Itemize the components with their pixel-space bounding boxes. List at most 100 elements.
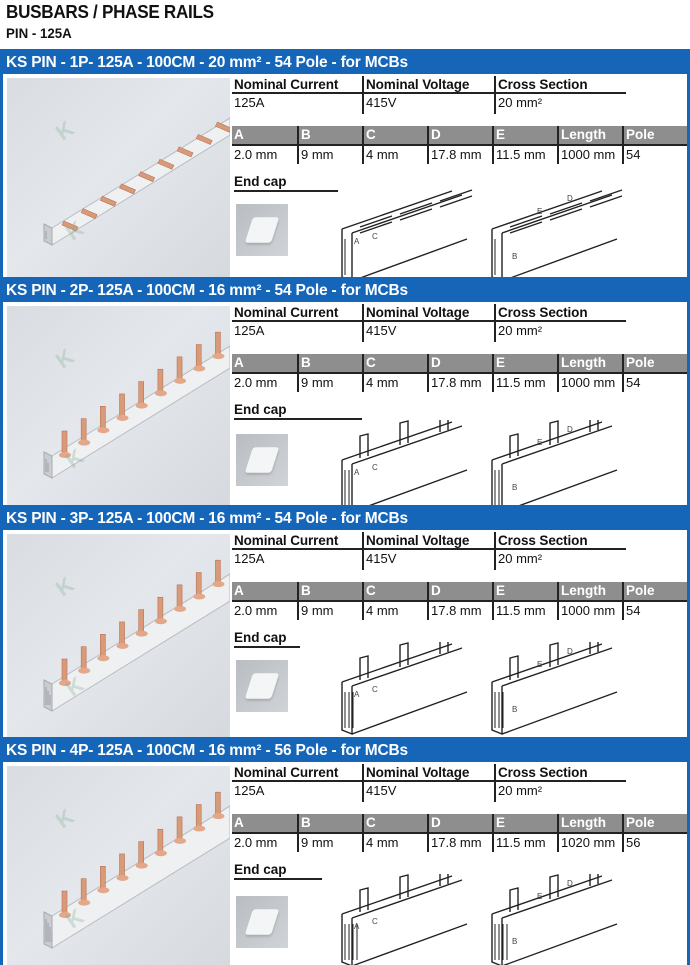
svg-text:A: A xyxy=(354,690,360,699)
product-body: K K Nominal Current 125A Nominal Voltage… xyxy=(3,762,687,965)
dim-d-header: D xyxy=(431,127,441,142)
dim-b-value: 9 mm xyxy=(301,147,334,162)
svg-text:B: B xyxy=(512,705,517,714)
column-divider xyxy=(362,76,364,114)
end-cap-label: End cap xyxy=(234,402,362,420)
nominal-current-col: Nominal Current 125A xyxy=(232,76,362,112)
dim-a-value: 2.0 mm xyxy=(234,603,278,618)
nominal-voltage-value: 415V xyxy=(366,95,397,110)
length-value: 1020 mm xyxy=(561,835,616,850)
product-photo: K K xyxy=(7,78,230,288)
nominal-current-value: 125A xyxy=(234,323,265,338)
product-photo: K K xyxy=(7,534,230,746)
end-cap-shape xyxy=(244,909,280,935)
product-section-3p: KS PIN - 3P- 125A - 100CM - 16 mm² - 54 … xyxy=(0,505,690,753)
dimension-value-row: 2.0 mm 9 mm 4 mm 17.8 mm 11.5 mm 1000 mm… xyxy=(232,144,687,162)
dim-c-header: C xyxy=(366,355,376,370)
dimension-table: A B C D E Length Pole 2.0 mm 9 mm 4 mm 1… xyxy=(232,354,687,392)
end-cap-photo xyxy=(236,204,288,256)
dim-c-header: C xyxy=(366,815,376,830)
dim-c-value: 4 mm xyxy=(366,835,399,850)
svg-text:B: B xyxy=(512,252,517,261)
end-cap-label: End cap xyxy=(234,862,322,880)
dim-c-header: C xyxy=(366,127,376,142)
svg-text:D: D xyxy=(567,425,573,434)
nominal-voltage-header: Nominal Voltage xyxy=(364,304,494,322)
dimension-header-row: A B C D E Length Pole xyxy=(232,354,687,372)
length-header: Length xyxy=(561,355,606,370)
nominal-current-col: Nominal Current 125A xyxy=(232,532,362,568)
busbar-dimension-diagram-front: AC xyxy=(341,189,473,283)
dim-e-header: E xyxy=(496,815,506,830)
column-divider xyxy=(427,582,429,620)
dimension-table: A B C D E Length Pole 2.0 mm 9 mm 4 mm 1… xyxy=(232,582,687,620)
dim-a-value: 2.0 mm xyxy=(234,375,278,390)
cross-section-header: Cross Section xyxy=(496,532,626,550)
column-divider xyxy=(427,354,429,392)
pole-value: 54 xyxy=(626,603,641,618)
svg-text:A: A xyxy=(354,237,360,246)
column-divider xyxy=(557,354,559,392)
column-divider xyxy=(492,814,494,852)
dim-a-header: A xyxy=(234,815,244,830)
pole-value: 56 xyxy=(626,835,641,850)
end-cap-photo xyxy=(236,434,288,486)
dimension-header-row: A B C D E Length Pole xyxy=(232,582,687,600)
column-divider xyxy=(492,582,494,620)
pole-header: Pole xyxy=(626,355,655,370)
nominal-voltage-col: Nominal Voltage 415V xyxy=(364,76,494,112)
dim-d-header: D xyxy=(431,815,441,830)
length-value: 1000 mm xyxy=(561,147,616,162)
dim-e-value: 11.5 mm xyxy=(496,835,546,850)
nominal-current-value: 125A xyxy=(234,783,265,798)
end-cap-shape xyxy=(244,217,280,243)
cross-section-value: 20 mm² xyxy=(498,783,543,798)
dimension-header-row: A B C D E Length Pole xyxy=(232,814,687,832)
nominal-voltage-header: Nominal Voltage xyxy=(364,76,494,94)
dimension-table: A B C D E Length Pole 2.0 mm 9 mm 4 mm 1… xyxy=(232,126,687,164)
end-cap-photo xyxy=(236,896,288,948)
dim-d-value: 17.8 mm xyxy=(431,147,482,162)
product-title: KS PIN - 4P- 125A - 100CM - 16 mm² - 56 … xyxy=(6,742,408,759)
length-value: 1000 mm xyxy=(561,603,616,618)
svg-text:E: E xyxy=(537,892,542,901)
column-divider xyxy=(492,354,494,392)
product-section-1p: KS PIN - 1P- 125A - 100CM - 20 mm² - 54 … xyxy=(0,49,690,295)
column-divider xyxy=(362,814,364,852)
busbar-photo-illustration xyxy=(43,559,230,712)
cross-section-col: Cross Section 20 mm² xyxy=(496,764,626,800)
column-divider xyxy=(362,582,364,620)
column-divider xyxy=(297,354,299,392)
product-section-4p: KS PIN - 4P- 125A - 100CM - 16 mm² - 56 … xyxy=(0,737,690,965)
busbar-dimension-diagram-side: BED xyxy=(491,874,618,965)
end-cap-shape xyxy=(244,447,280,473)
cross-section-header: Cross Section xyxy=(496,304,626,322)
busbar-dimension-diagram-front: AC xyxy=(341,874,468,965)
column-divider xyxy=(494,532,496,570)
dim-c-value: 4 mm xyxy=(366,147,399,162)
column-divider xyxy=(297,126,299,164)
dim-c-value: 4 mm xyxy=(366,375,399,390)
length-value: 1000 mm xyxy=(561,375,616,390)
cross-section-value: 20 mm² xyxy=(498,551,543,566)
svg-text:D: D xyxy=(567,194,573,203)
product-photo: K K xyxy=(7,306,230,516)
busbar-photo-illustration xyxy=(43,117,230,246)
dim-b-header: B xyxy=(301,815,311,830)
nominal-voltage-header: Nominal Voltage xyxy=(364,764,494,782)
dim-e-value: 11.5 mm xyxy=(496,375,546,390)
dim-d-header: D xyxy=(431,583,441,598)
svg-text:A: A xyxy=(354,468,360,477)
product-title: KS PIN - 1P- 125A - 100CM - 20 mm² - 54 … xyxy=(6,54,408,71)
column-divider xyxy=(492,126,494,164)
dim-b-header: B xyxy=(301,583,311,598)
dim-a-value: 2.0 mm xyxy=(234,147,278,162)
dim-e-header: E xyxy=(496,127,506,142)
column-divider xyxy=(362,532,364,570)
svg-text:E: E xyxy=(537,207,542,216)
nominal-current-value: 125A xyxy=(234,95,265,110)
column-divider xyxy=(362,764,364,802)
column-divider xyxy=(622,126,624,164)
dim-b-value: 9 mm xyxy=(301,603,334,618)
cross-section-col: Cross Section 20 mm² xyxy=(496,76,626,112)
